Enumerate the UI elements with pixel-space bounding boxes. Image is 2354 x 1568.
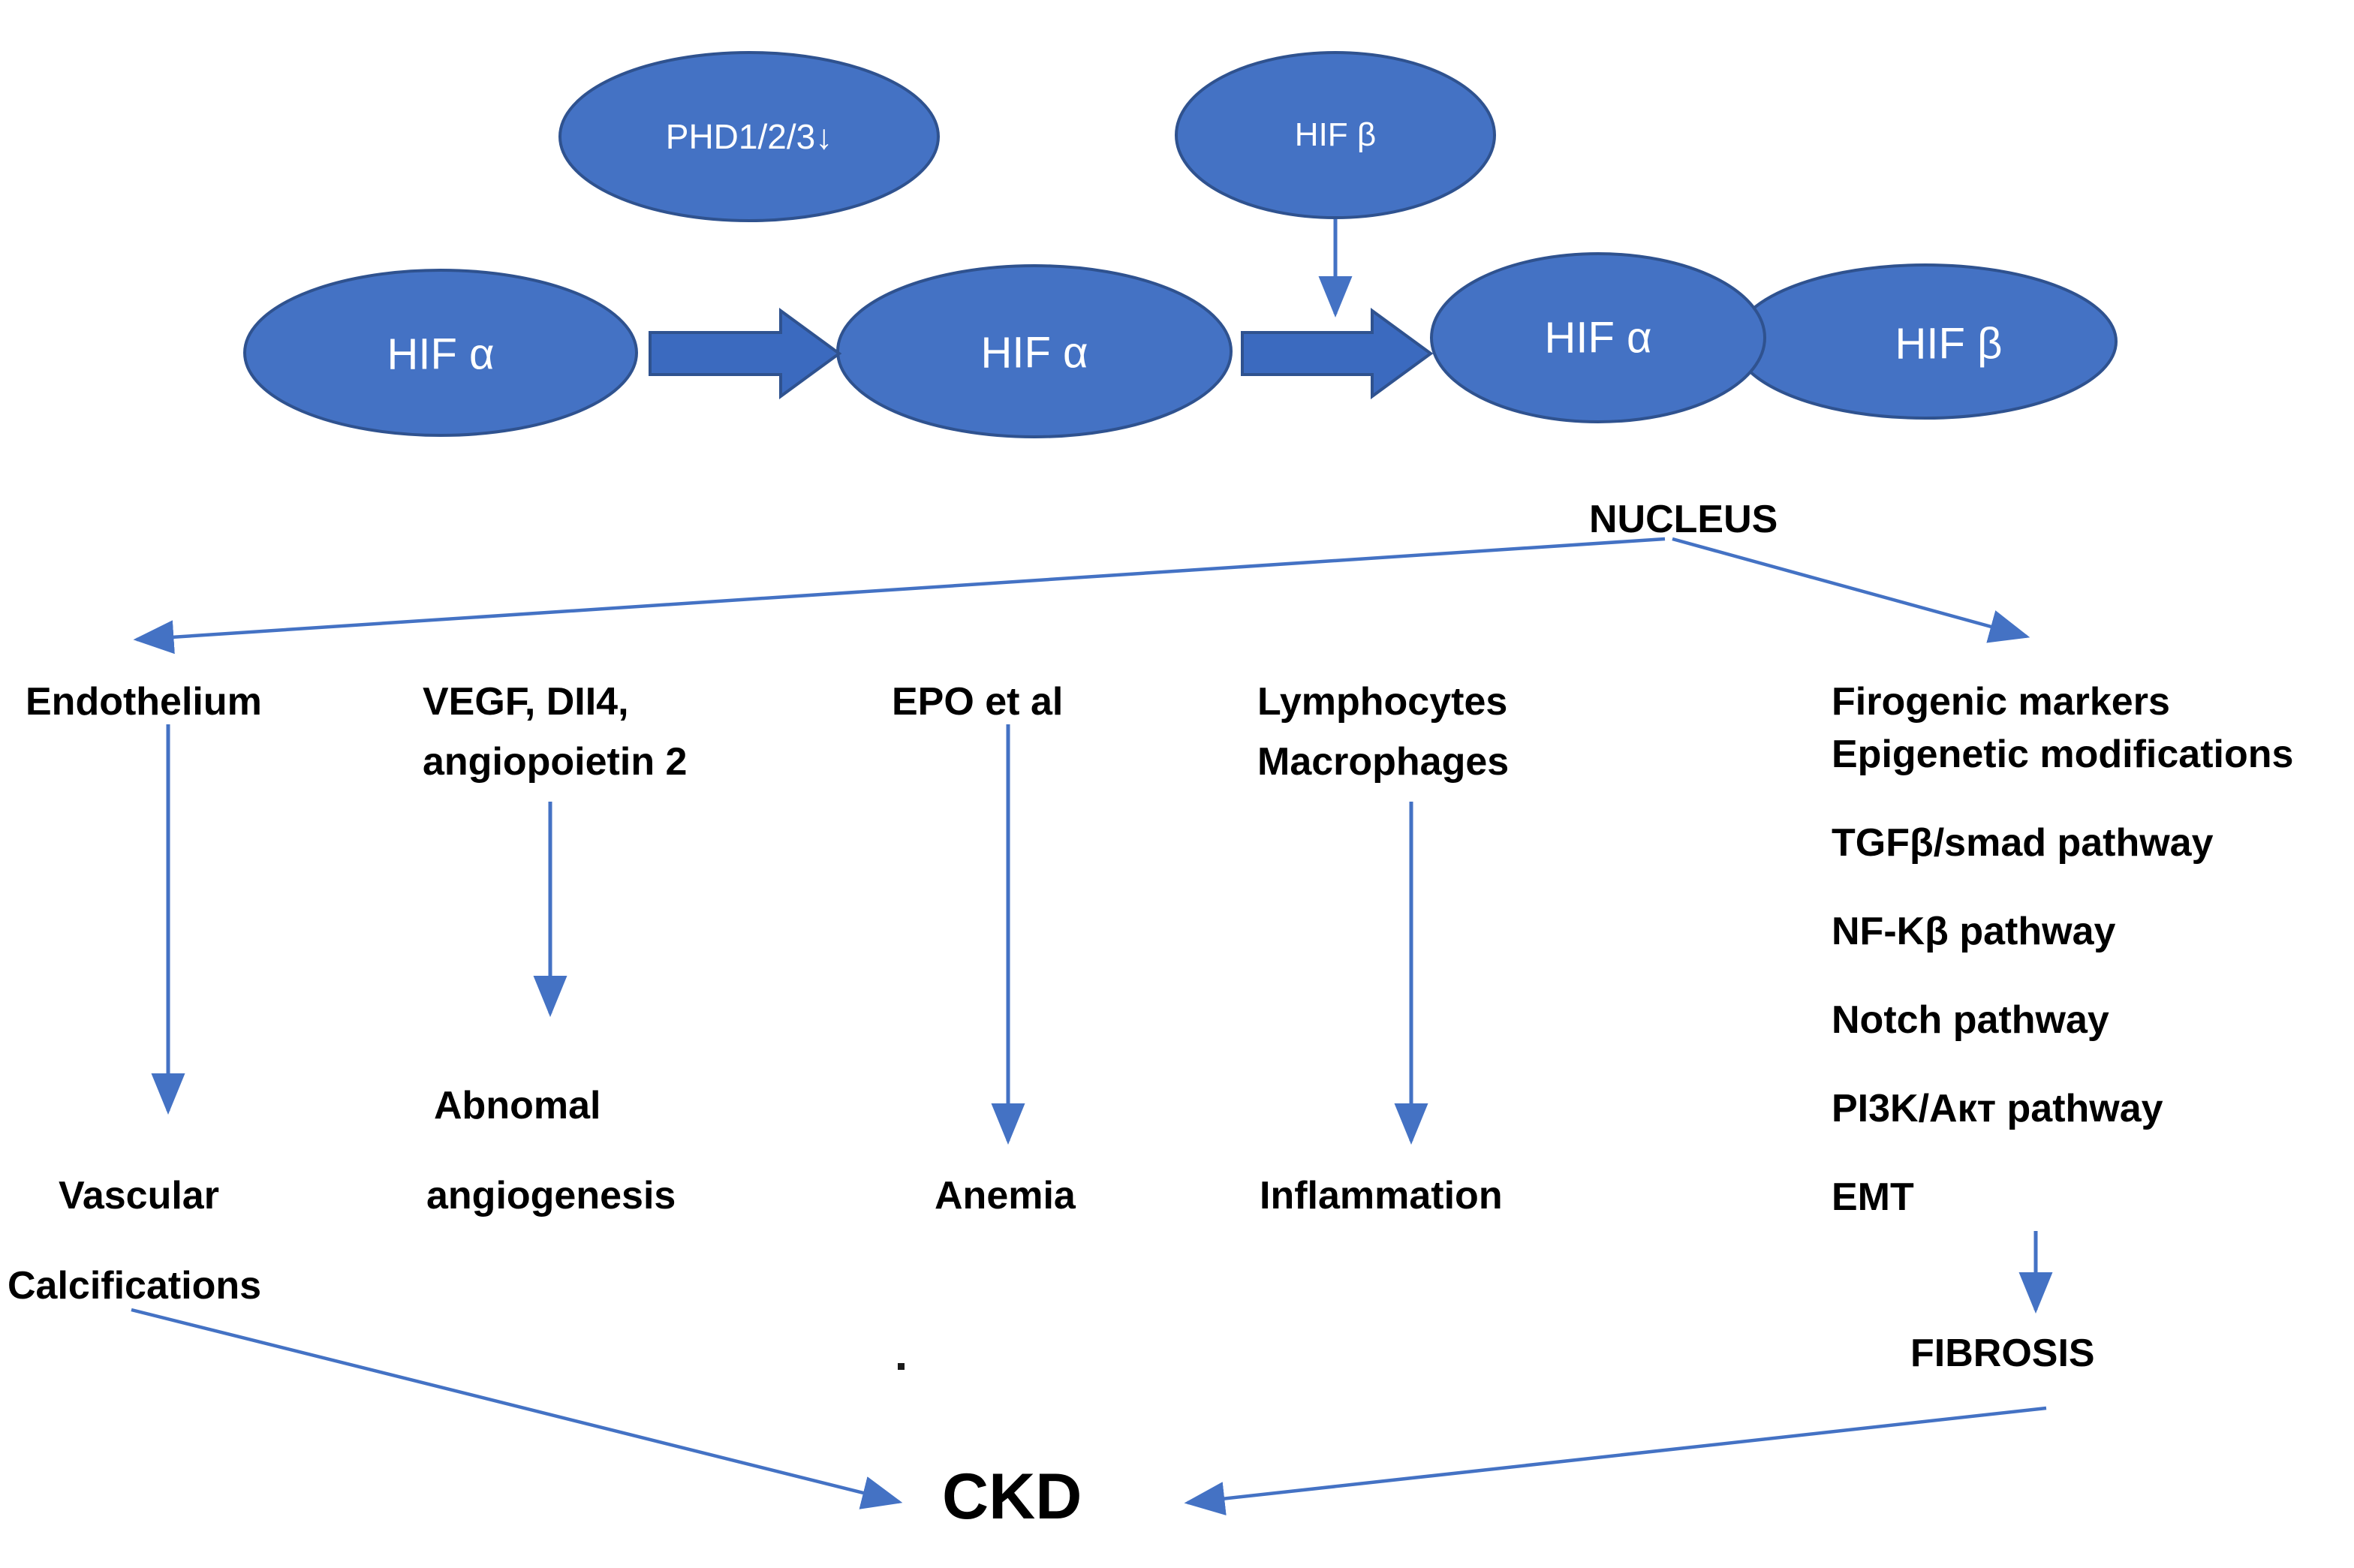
node-hif-alpha-3 [1430,252,1766,423]
outcome-calcifications: Calcifications [8,1264,262,1308]
column-heading-epo: EPO et al [892,680,1064,724]
block-arrow-hif1-hif2 [649,308,842,399]
column-heading-vegf-line1: VEGF, DII4, [423,680,629,724]
outcome-inflammation: Inflammation [1260,1174,1503,1217]
fibrosis-item-epigenetic-modifications: Epigenetic modifications [1832,733,2294,776]
stray-dot-mark [898,1363,905,1370]
outcome-abnomal: Abnomal [434,1084,601,1127]
column-heading-vegf-line2: angiopoietin 2 [423,740,688,784]
column-heading-endothelium: Endothelium [26,680,262,724]
fibrosis-item-emt: EMT [1832,1175,1914,1219]
outcome-fibrosis: FIBROSIS [1910,1332,2095,1375]
fibrosis-item-pi3k-akt-pathway: PI3K/Акт pathway [1832,1087,2163,1130]
final-outcome-ckd: CKD [942,1461,1082,1533]
node-hif-beta-top [1175,51,1496,219]
arrow-nucleus-to-endothelium [133,537,1666,655]
fibrosis-item-tgfb-smad-pathway: TGFβ/smad pathway [1832,821,2214,865]
column-heading-lymphocytes: Lymphocytes [1257,680,1508,724]
outcome-angiogenesis: angiogenesis [426,1174,676,1217]
fibrosis-item-firogenic-markers: Firogenic markers [1832,680,2170,724]
node-hif-alpha-2 [836,264,1233,438]
arrow-nucleus-to-fibrosis [1672,537,2030,643]
nucleus-label: NUCLEUS [1589,498,1778,541]
node-hif-alpha-1 [243,269,638,437]
arrow-calcifications-to-ckd [131,1308,903,1509]
node-hif-beta-2 [1733,263,2118,420]
node-phd [558,51,940,222]
fibrosis-item-notch-pathway: Notch pathway [1832,998,2109,1042]
block-arrow-hif2-hif3 [1241,308,1434,399]
column-heading-macrophages: Macrophages [1257,740,1510,784]
arrow-fibrosis-to-ckd [1184,1406,2047,1515]
outcome-vascular: Vascular [59,1174,219,1217]
outcome-anemia: Anemia [935,1174,1076,1217]
fibrosis-item-nf-kb-pathway: NF-Kβ pathway [1832,910,2116,953]
